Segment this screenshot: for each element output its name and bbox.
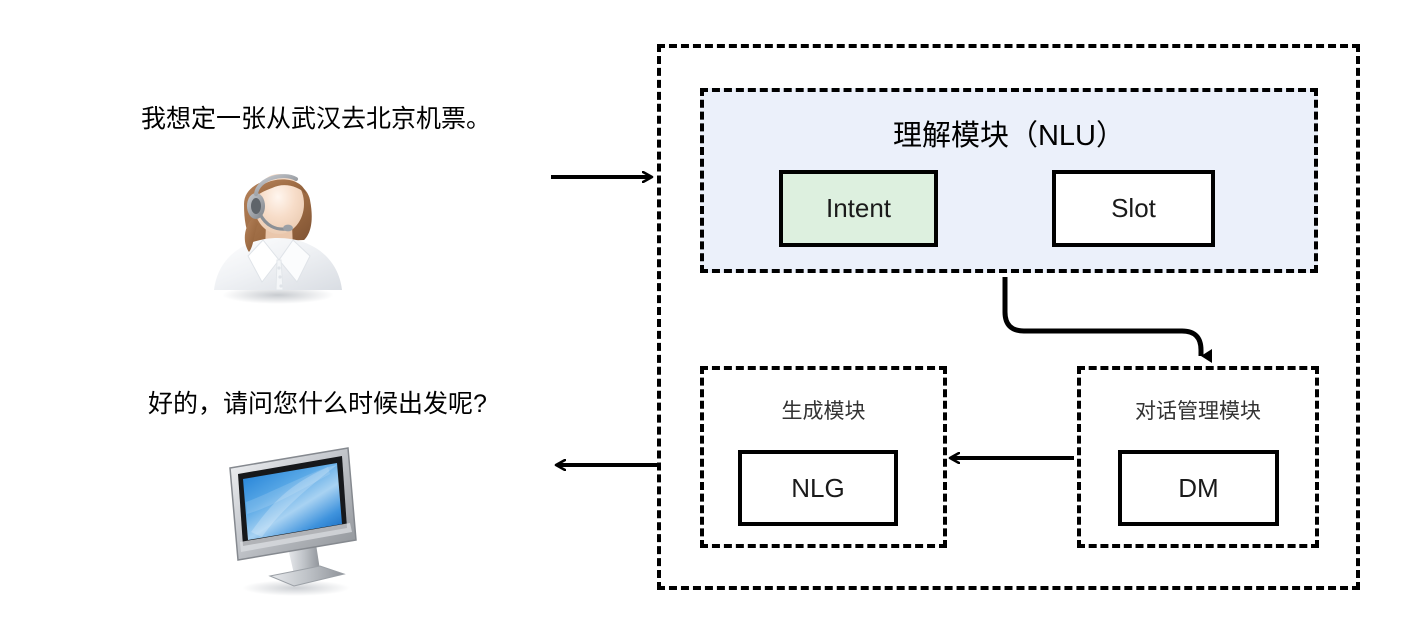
dm-module-title: 对话管理模块 <box>1135 400 1261 423</box>
slot-box[interactable]: Slot <box>1052 170 1215 247</box>
headset-agent-avatar-icon <box>192 160 358 308</box>
nlg-box[interactable]: NLG <box>738 450 898 526</box>
user-utterance-text: 我想定一张从武汉去北京机票。 <box>141 105 492 133</box>
desktop-monitor-icon <box>216 436 372 601</box>
dm-box[interactable]: DM <box>1118 450 1279 526</box>
dm-module-container: 对话管理模块 <box>1077 366 1319 548</box>
nlg-module-container: 生成模块 <box>700 366 947 548</box>
intent-box[interactable]: Intent <box>779 170 938 247</box>
nlg-module-title: 生成模块 <box>781 400 866 423</box>
dialogue-system-boundary <box>657 44 1360 590</box>
system-utterance-text: 好的，请问您什么时候出发呢? <box>148 390 487 418</box>
nlu-module-title: 理解模块（NLU） <box>892 120 1125 152</box>
